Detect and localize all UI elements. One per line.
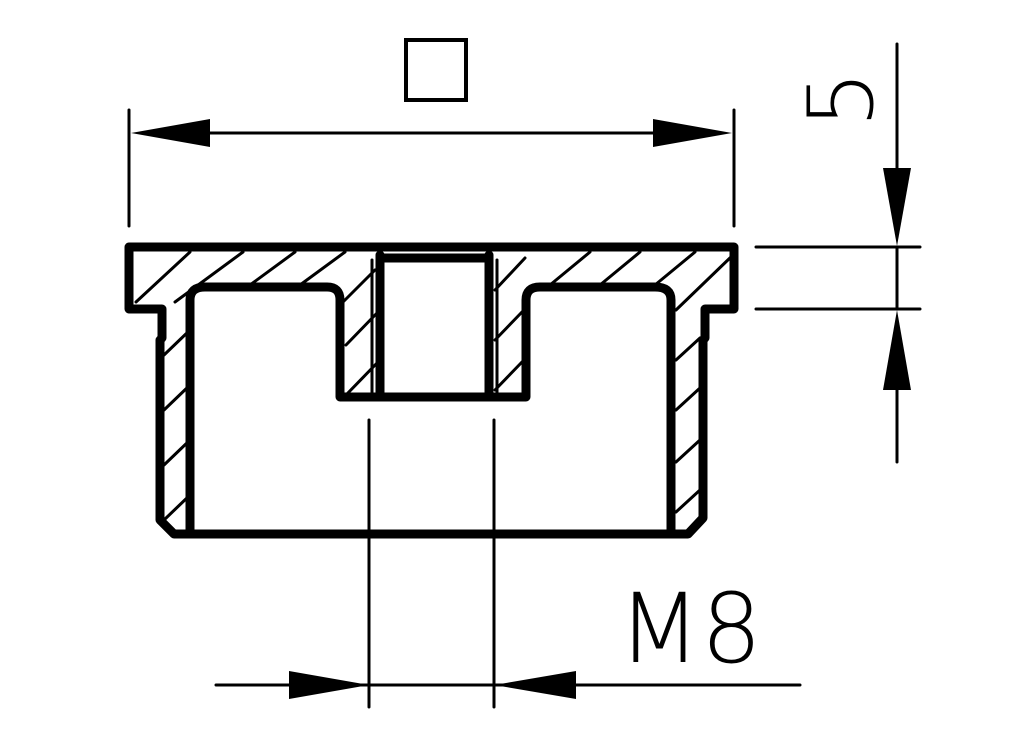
section-hatching (134, 250, 734, 522)
part-outer-outline (124, 242, 739, 539)
threaded-hole (370, 250, 499, 400)
flange-thickness-label: 5 (789, 71, 894, 128)
thread-dimension: M8 (214, 418, 802, 709)
square-symbol-icon (404, 38, 468, 102)
thread-label: M8 (618, 573, 762, 685)
top-width-dimension (127, 108, 736, 228)
part-inner-cavity (185, 282, 676, 539)
flange-thickness-dimension: 5 (754, 42, 922, 464)
